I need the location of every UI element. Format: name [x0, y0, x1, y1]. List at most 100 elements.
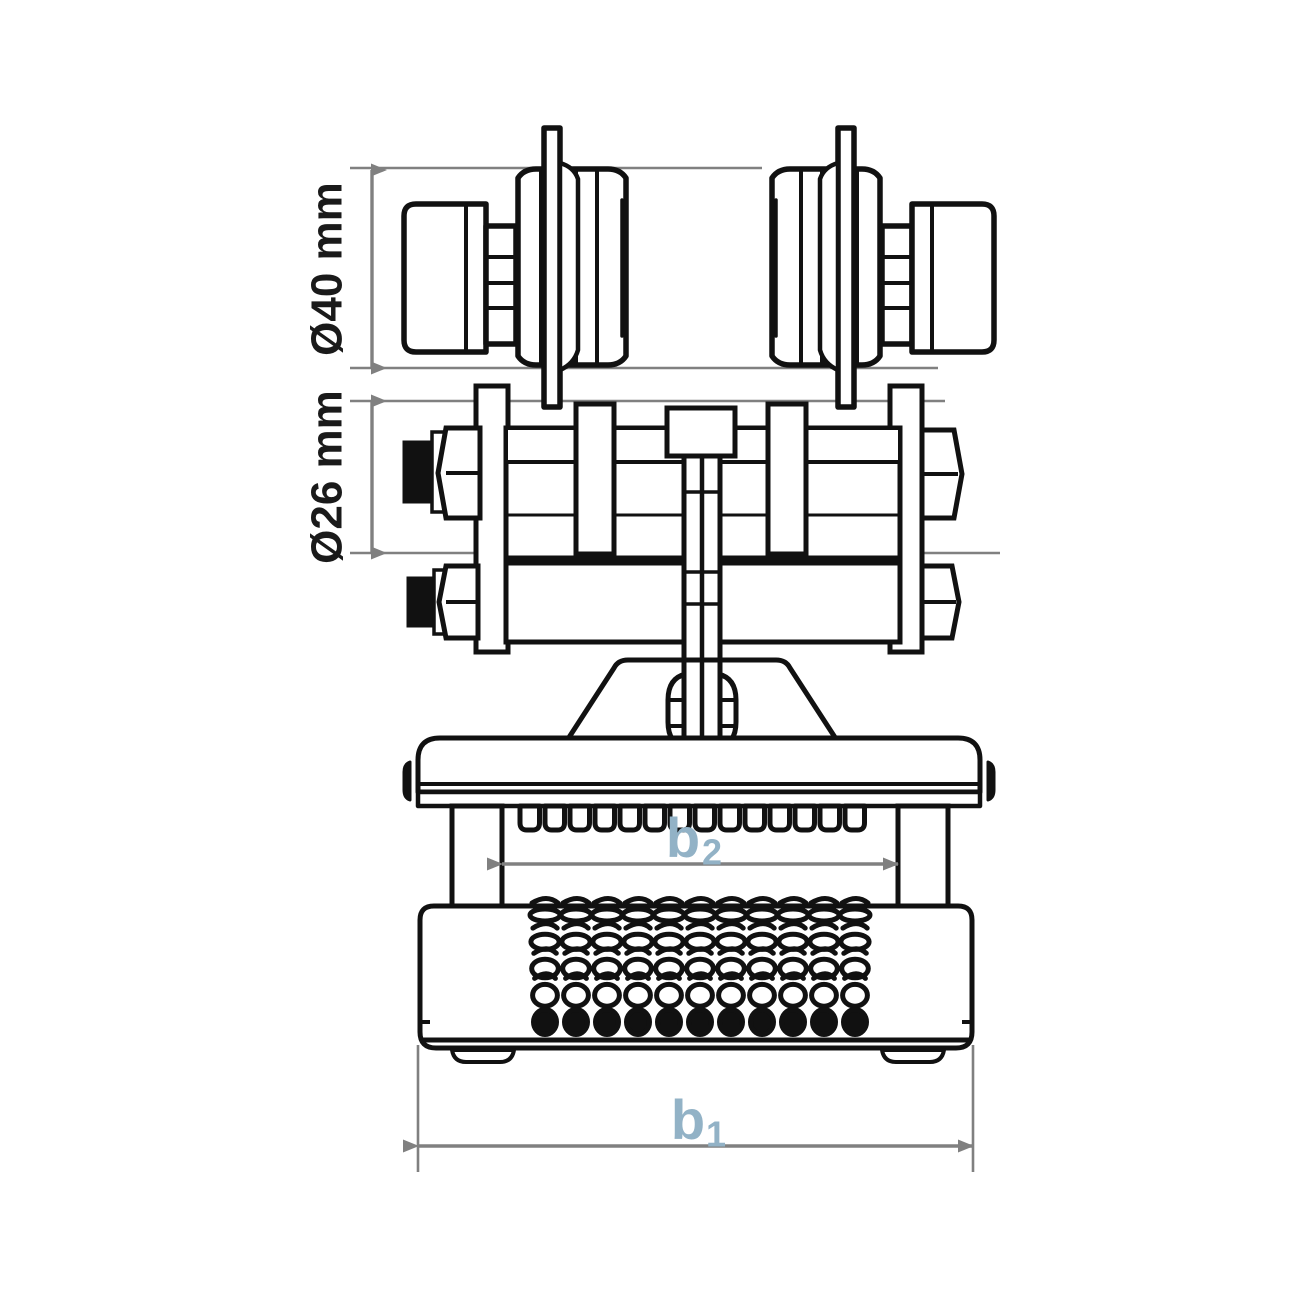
- comb-tooth: [642, 803, 667, 833]
- right-roller-hub: [909, 201, 997, 355]
- trapezoid-bracket: [563, 657, 841, 745]
- base-hole: [775, 906, 811, 924]
- comb-tooth: [842, 803, 867, 833]
- base-hole-lip: [715, 896, 747, 906]
- base-hole: [806, 906, 842, 924]
- comb-tooth: [592, 803, 617, 833]
- label-width-b2: b: [666, 806, 700, 869]
- base-hole: [716, 981, 746, 1009]
- comb-tooth: [767, 803, 792, 833]
- label-roller-diameter: Ø40 mm: [303, 182, 352, 356]
- base-hole: [686, 1007, 714, 1037]
- comb-tooth: [817, 803, 842, 833]
- base-hole-lip: [809, 921, 839, 931]
- base-hole-lip: [687, 971, 713, 981]
- base-hole-lip: [593, 946, 621, 956]
- base-hole: [593, 1007, 621, 1037]
- base-hole-lip: [591, 896, 623, 906]
- base-hole-lip: [841, 946, 869, 956]
- base-hole: [561, 981, 591, 1009]
- base-hole-lip: [655, 946, 683, 956]
- base-hole-lip: [716, 921, 746, 931]
- comb-tooth: [517, 803, 542, 833]
- base-hole: [562, 1007, 590, 1037]
- base-hole: [685, 981, 715, 1009]
- base-hole-lip: [622, 896, 654, 906]
- base-hole-lip: [624, 946, 652, 956]
- base-hole-lip: [560, 896, 592, 906]
- base-hole: [810, 1007, 838, 1037]
- base-hole: [530, 981, 560, 1009]
- base-hole: [717, 1007, 745, 1037]
- left-hub-neck: [483, 223, 519, 347]
- base-hole-lip: [623, 921, 653, 931]
- comb-tooth: [667, 803, 692, 833]
- base-hole-lip: [749, 971, 775, 981]
- left-flanged-roller: [515, 125, 629, 410]
- base-hole-lip: [685, 921, 715, 931]
- base-hole: [651, 906, 687, 924]
- base-hole-lip: [840, 921, 870, 931]
- left-stand-leg: [449, 803, 505, 919]
- label-b1-group: b 1: [671, 1088, 726, 1155]
- roller-assembly: [401, 125, 997, 410]
- comb-tooth: [692, 803, 717, 833]
- upper-right-hex-nut: [919, 427, 965, 521]
- base-hole: [655, 1007, 683, 1037]
- base-hole-lip: [717, 946, 745, 956]
- base-hole: [531, 1007, 559, 1037]
- base-hole-lip: [839, 896, 871, 906]
- base-hole-lip: [808, 896, 840, 906]
- base-hole-lip: [625, 971, 651, 981]
- base-hole-lip: [780, 971, 806, 981]
- base-hole: [589, 906, 625, 924]
- base-hole: [837, 906, 873, 924]
- right-hub-neck: [879, 223, 915, 347]
- base-hole-lip: [530, 921, 560, 931]
- label-width-b1-subscript: 1: [706, 1114, 726, 1155]
- base-hole-lip: [778, 921, 808, 931]
- base-hole-lip: [563, 971, 589, 981]
- mounting-plate: [402, 735, 996, 809]
- base-hole-lip: [561, 921, 591, 931]
- base-hole: [624, 1007, 652, 1037]
- base-hole-lip: [748, 946, 776, 956]
- comb-tooth: [542, 803, 567, 833]
- base-hole-lip: [592, 921, 622, 931]
- base-hole-lip: [531, 946, 559, 956]
- base-hole: [744, 906, 780, 924]
- base-hole: [620, 906, 656, 924]
- upper-left-hex-nut: [435, 425, 483, 521]
- base-hole: [527, 906, 563, 924]
- base-hole-lip: [811, 971, 837, 981]
- lower-right-hex-nut: [919, 563, 962, 641]
- comb-tooth: [742, 803, 767, 833]
- base-hole-lip: [810, 946, 838, 956]
- base-hole-lip: [656, 971, 682, 981]
- base-hole-lip: [842, 971, 868, 981]
- base-hole: [778, 981, 808, 1009]
- base-hole: [713, 906, 749, 924]
- comb-teeth-strip: [517, 803, 867, 833]
- base-hole: [682, 906, 718, 924]
- upper-left-spacer-collar: [573, 401, 617, 557]
- comb-tooth: [792, 803, 817, 833]
- dimension-lines: [370, 163, 974, 1153]
- base-hole-lip: [747, 921, 777, 931]
- base-hole-lip: [594, 971, 620, 981]
- base-hole: [654, 981, 684, 1009]
- comb-tooth: [567, 803, 592, 833]
- base-hole: [779, 1007, 807, 1037]
- base-hole-lip: [653, 896, 685, 906]
- base-hole-lip: [779, 946, 807, 956]
- comb-tooth: [717, 803, 742, 833]
- base-hole: [747, 981, 777, 1009]
- label-width-b1: b: [671, 1088, 705, 1151]
- base-hole-lip: [684, 896, 716, 906]
- base-hole: [748, 1007, 776, 1037]
- base-hole: [558, 906, 594, 924]
- label-b2-group: b 2: [666, 806, 722, 873]
- right-flanged-roller: [769, 125, 883, 410]
